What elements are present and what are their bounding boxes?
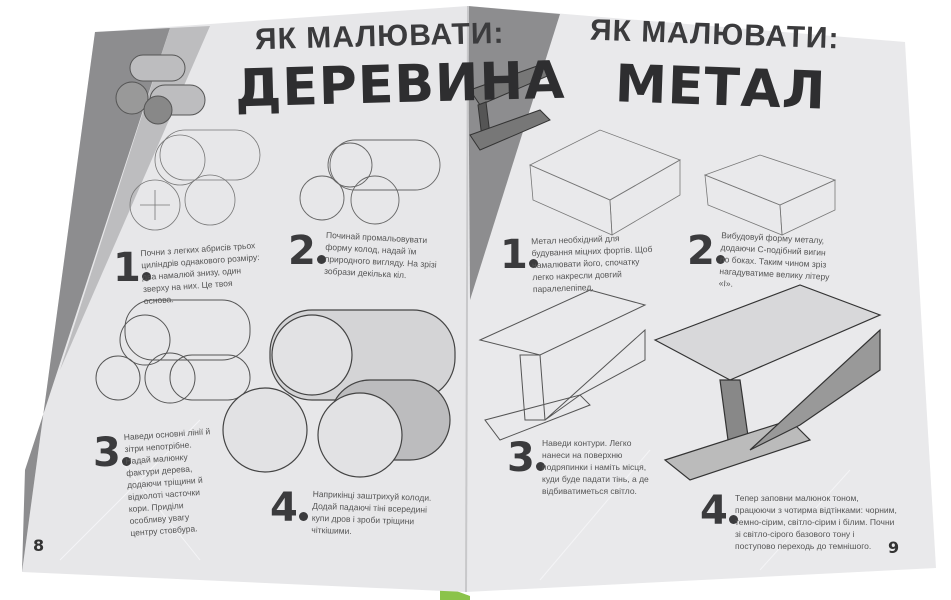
background-pattern [59, 419, 851, 581]
metal-step-number-3: 3 [507, 435, 545, 481]
right-page [466, 6, 936, 592]
left-heading-small: ЯК МАЛЮВАТИ: [254, 16, 505, 57]
metal-step-text-2: Вибудовуй форму металу, додаючи С-подібн… [718, 230, 830, 289]
wood-step-text-4: Наприкінці заштрихуй колоди. Додай падаю… [311, 488, 432, 537]
metal-step-number-2: 2 [687, 228, 725, 274]
right-page-number: 9 [888, 538, 900, 557]
wood-step-number-4: 4 [270, 485, 308, 531]
wood-step-number-1: 1 [113, 245, 151, 291]
metal-step-text-4: Тепер заповни малюнок тоном, працюючи з … [735, 493, 897, 551]
wood-step3-sketch [95, 299, 251, 404]
metal-step-text-1: Метал необхідний для будування міцних фо… [531, 233, 653, 295]
wood-step-number-3: 3 [93, 430, 131, 476]
logs-icon [115, 54, 206, 125]
left-page-number: 8 [33, 536, 45, 555]
metal-step-text-3: Наведи контури. Легко нанеси на поверхню… [542, 438, 649, 496]
metal-step3-sketch [478, 289, 647, 441]
spine [465, 5, 469, 593]
metal-step4-drawing [653, 284, 882, 481]
metal-step1-sketch [529, 129, 681, 236]
wood-step2-sketch [299, 139, 441, 225]
metal-step2-sketch [703, 154, 837, 236]
wood-step4-drawing [222, 309, 456, 478]
wood-step-text-2: Починай промальовувати форму колод, нада… [323, 229, 437, 281]
left-page-gray-stripe [22, 28, 170, 572]
wood-step-number-2: 2 [288, 228, 326, 274]
i-beam-icon [469, 64, 551, 151]
right-heading-big: МЕТАЛ [614, 54, 828, 122]
metal-step-number-4: 4 [700, 488, 738, 534]
wood-step-text-3: Наведи основні лінії й зітри непотрібне.… [123, 426, 211, 538]
left-heading-big: ДЕРЕВИНА [234, 50, 567, 120]
metal-step-number-1: 1 [500, 232, 538, 278]
wood-step-text-1: Почни з легких абрисів трьох циліндрів о… [140, 240, 260, 307]
wood-step1-sketch [129, 129, 261, 231]
